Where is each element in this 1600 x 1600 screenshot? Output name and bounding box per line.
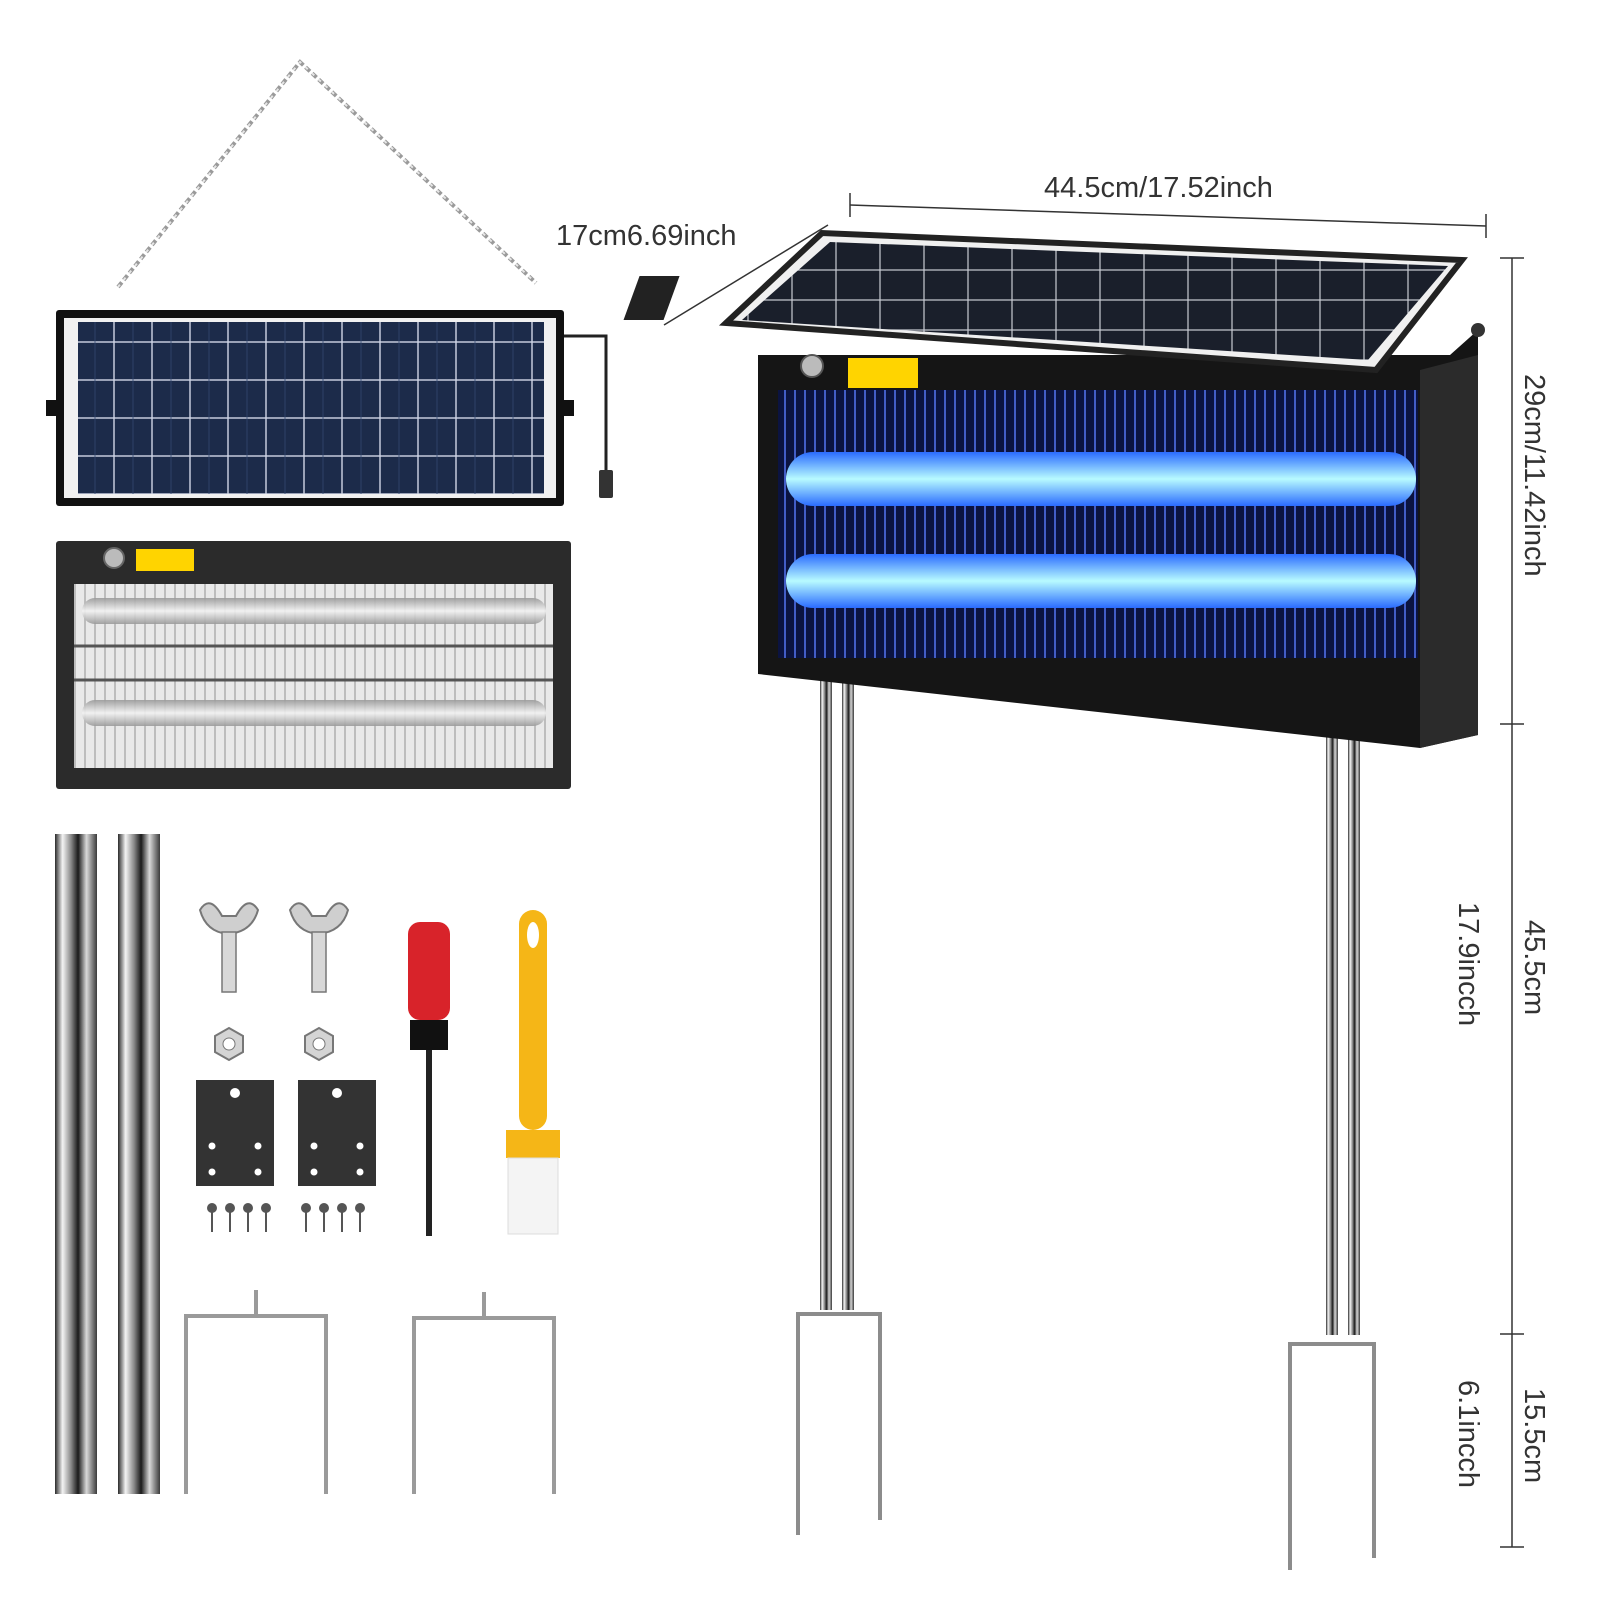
depth-dimension-label: 17cm6.69inch bbox=[556, 220, 737, 252]
pole-height-cm-label: 45.5cm bbox=[1518, 920, 1550, 1016]
bug-zapper-icon bbox=[623, 229, 1485, 748]
screwdriver-icon bbox=[408, 922, 450, 1236]
cleaning-brush-icon bbox=[506, 910, 560, 1235]
stake-height-cm-label: 15.5cm bbox=[1518, 1388, 1550, 1484]
wing-bolt-icon bbox=[198, 902, 350, 993]
body-height-dimension-label: 29cm/11.42inch bbox=[1518, 374, 1550, 577]
steel-pole-icon bbox=[55, 834, 160, 1494]
width-dimension-label: 44.5cm/17.52inch bbox=[1044, 172, 1273, 204]
ground-stake-icon bbox=[796, 1312, 1376, 1570]
mounting-bracket-icon bbox=[196, 1080, 376, 1186]
hex-nut-icon bbox=[214, 1026, 334, 1062]
solar-panel-icon bbox=[46, 310, 613, 506]
stake-height-in-label: 6.1incch bbox=[1452, 1380, 1484, 1489]
bug-zapper-icon bbox=[56, 541, 571, 789]
ground-stake-icon bbox=[184, 1290, 556, 1494]
hanging-chain-icon bbox=[116, 59, 538, 289]
steel-pole-icon bbox=[820, 670, 1360, 1335]
pole-height-in-label: 17.9incch bbox=[1452, 902, 1484, 1027]
dimension-lines bbox=[663, 193, 1524, 1548]
screw-icon bbox=[207, 1203, 365, 1232]
